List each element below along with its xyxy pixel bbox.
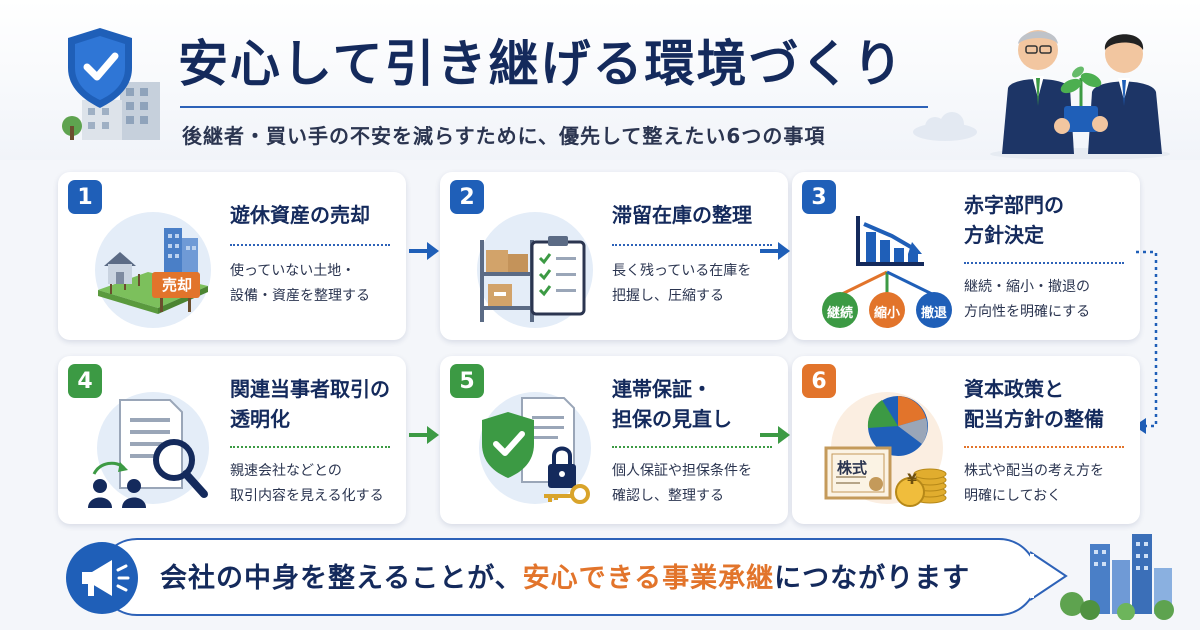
card-title: 関連当事者取引の [230, 377, 390, 401]
card-title: 遊休資産の売却 [230, 203, 370, 227]
megaphone-icon [66, 542, 138, 614]
banner-text-highlight: 安心できる事業承継 [522, 563, 775, 594]
page-title: 安心して引き継げる環境づくり [178, 35, 905, 93]
card-desc-line: 設備・資産を整理する [230, 288, 370, 304]
card-title: 配当方針の整備 [964, 407, 1104, 431]
card-desc-line: 個人保証や担保条件を [612, 463, 752, 479]
header-background [0, 0, 1200, 160]
page-subtitle: 後継者・買い手の不安を減らすために、優先して整えたい6つの事項 [182, 124, 826, 148]
step-card-2: 2 滞留在庫の整理 長く残っている在庫を 把握し、圧縮する [440, 172, 788, 340]
arrow-right-icon [409, 426, 439, 444]
certificate-label: 株式 [836, 459, 867, 477]
card-desc-line: 把握し、圧縮する [612, 288, 724, 304]
card-desc-line: 確認し、整理する [612, 488, 724, 504]
declining-chart-icon [822, 216, 952, 328]
card-title: 滞留在庫の整理 [612, 203, 752, 227]
card-divider [612, 446, 772, 448]
card-divider [230, 244, 390, 246]
step-number-badge: 3 [802, 180, 836, 214]
card-title: 連帯保証・ [612, 377, 712, 401]
banner-message: 会社の中身を整えることが、安心できる事業承継につながります [160, 556, 970, 595]
step-number-badge: 4 [68, 364, 102, 398]
city-icon [1060, 534, 1174, 620]
card-divider [612, 244, 772, 246]
idle-asset-sale-icon [95, 212, 211, 328]
speech-tail [1030, 551, 1068, 601]
card-title: 透明化 [230, 407, 290, 431]
capital-policy-icon [824, 392, 947, 507]
card-desc-line: 明確にしておく [964, 488, 1062, 504]
arrow-right-icon [409, 242, 439, 260]
option-withdraw: 撤退 [920, 306, 947, 321]
card-desc-line: 親速会社などとの [230, 463, 342, 479]
card-divider [964, 262, 1124, 264]
card-desc-line: 継続・縮小・撤退の [964, 279, 1090, 295]
step-number-badge: 6 [802, 364, 836, 398]
handshake-plant-icon [990, 30, 1170, 159]
step-number-badge: 1 [68, 180, 102, 214]
step-number-badge: 2 [450, 180, 484, 214]
option-shrink: 縮小 [873, 306, 900, 321]
card-desc-line: 方向性を明確にする [964, 304, 1091, 320]
card-title: 方針決定 [964, 223, 1044, 247]
document-magnifier-icon [88, 392, 209, 508]
title-underline [180, 106, 928, 108]
step-number-badge: 5 [450, 364, 484, 398]
shield-check-icon [62, 28, 160, 140]
inventory-checklist-icon [477, 212, 593, 328]
banner-text-after: につながります [774, 563, 971, 594]
arrow-right-icon [760, 426, 790, 444]
conclusion-banner [98, 538, 1038, 616]
arrow-right-icon [760, 242, 790, 260]
option-continue: 継続 [826, 306, 853, 321]
step-card-1: 1 売却 遊休資産の売却 使っていない土地・ 設備・資産を整理する [58, 172, 406, 340]
card-desc-line: 取引内容を見える化する [230, 488, 384, 504]
card-desc-line: 長く残っている在庫を [612, 263, 752, 279]
card-desc-line: 株式や配当の考え方を [964, 463, 1104, 479]
sale-badge: 売却 [161, 276, 192, 294]
yen-coin-icon: ¥ [907, 472, 917, 488]
card-title: 赤字部門の [964, 193, 1064, 217]
card-title: 担保の見直し [612, 407, 732, 431]
step-card-3: 3 継続 縮小 撤退 赤字部門の 方針決定 継続・縮小・撤退の 方向性を明確にす… [792, 172, 1140, 340]
shield-lock-key-icon [479, 392, 591, 504]
banner-text-before: 会社の中身を整えることが、 [160, 563, 523, 594]
cloud-icon [913, 112, 977, 141]
card-divider [230, 446, 390, 448]
card-divider [964, 446, 1124, 448]
card-desc-line: 使っていない土地・ [230, 263, 356, 279]
step-card-4: 4 関連当事者取引の 透明化 親速会社などとの 取引内容を見える化する [58, 356, 406, 524]
connector-arrow-icon [1134, 250, 1158, 434]
card-title: 資本政策と [964, 377, 1064, 401]
step-card-5: 5 連帯保証・ 担保の見直し 個人保証や担保条件を 確認し、整理する [440, 356, 788, 524]
step-card-6: 6 株式 ¥ 資本政策と 配当方針の整備 株式や配当の考え方を 明確にしておく [792, 356, 1140, 524]
